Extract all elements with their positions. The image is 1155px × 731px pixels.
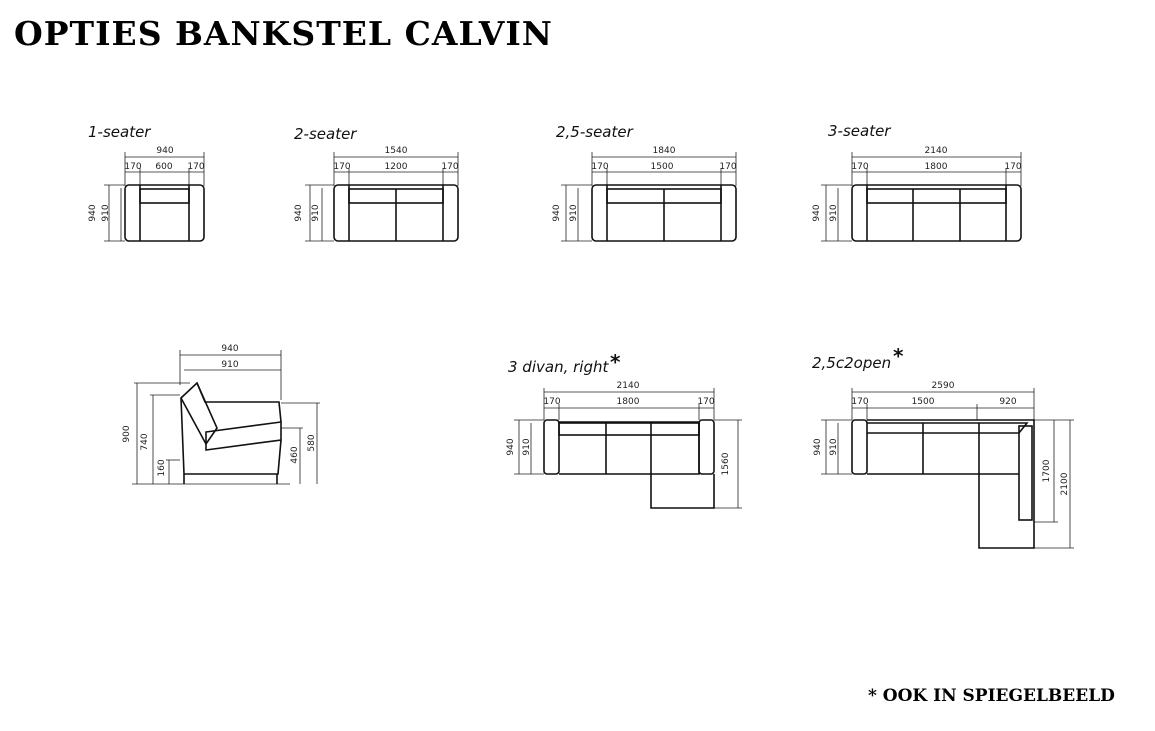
corner-open-seat-width: 1500 (912, 397, 935, 407)
side-view-back-height: 740 (140, 433, 150, 450)
corner-open-total-length: 2100 (1060, 472, 1070, 495)
two-half-seater-arm-left: 170 (591, 162, 608, 172)
side-view-inner-depth: 910 (221, 360, 238, 370)
divan-right-width: 2140 (617, 381, 640, 391)
divan-right-seat-width: 1800 (617, 397, 640, 407)
two-half-seater-height: 940 (552, 204, 562, 221)
two-seater-seat-width: 1200 (385, 162, 408, 172)
corner-open-inner-length: 1700 (1042, 459, 1052, 482)
corner-open-diagram: 2,5c2open * 2590 170 1500 920 940 910 17… (812, 344, 1074, 549)
two-half-seater-diagram: 2,5-seater 1840 170 1500 170 940 910 (552, 123, 737, 242)
one-seater-width: 940 (156, 146, 173, 156)
side-view-total-height: 900 (122, 425, 132, 442)
divan-right-star: * (610, 350, 621, 374)
corner-open-corner-width: 920 (999, 397, 1016, 407)
three-seater-height: 940 (812, 204, 822, 221)
two-seater-diagram: 2-seater 1540 170 1200 170 940 910 (294, 125, 459, 242)
two-seater-inner-height: 910 (311, 204, 321, 221)
three-seater-arm-right: 170 (1004, 162, 1021, 172)
divan-right-inner-depth: 910 (522, 438, 532, 455)
one-seater-seat-width: 600 (155, 162, 172, 172)
side-view-depth: 940 (221, 344, 238, 354)
two-seater-label: 2-seater (294, 125, 357, 143)
side-view-diagram: 940 910 900 740 160 460 580 (122, 344, 320, 485)
one-seater-inner-height: 910 (101, 204, 111, 221)
three-seater-width: 2140 (925, 146, 948, 156)
three-seater-seat-width: 1800 (925, 162, 948, 172)
one-seater-diagram: 1-seater 940 170 600 170 940 910 (88, 123, 205, 242)
side-view-seat-height: 460 (290, 446, 300, 463)
corner-open-label: 2,5c2open (812, 354, 891, 372)
three-seater-label: 3-seater (828, 122, 891, 140)
corner-open-star: * (893, 344, 904, 368)
two-half-seater-width: 1840 (653, 146, 676, 156)
corner-open-width: 2590 (932, 381, 955, 391)
corner-open-inner-depth: 910 (829, 438, 839, 455)
corner-open-depth: 940 (813, 438, 823, 455)
two-half-seater-inner-height: 910 (569, 204, 579, 221)
corner-open-arm-left: 170 (851, 397, 868, 407)
two-half-seater-arm-right: 170 (719, 162, 736, 172)
two-half-seater-label: 2,5-seater (556, 123, 634, 141)
one-seater-arm-left: 170 (124, 162, 141, 172)
two-half-seater-seat-width: 1500 (651, 162, 674, 172)
three-seater-arm-left: 170 (851, 162, 868, 172)
side-view-arm-height: 580 (307, 434, 317, 451)
divan-right-arm-left: 170 (543, 397, 560, 407)
side-view-leg-height: 160 (157, 459, 167, 476)
three-seater-inner-height: 910 (829, 204, 839, 221)
two-seater-width: 1540 (385, 146, 408, 156)
two-seater-height: 940 (294, 204, 304, 221)
divan-right-label: 3 divan, right (508, 358, 609, 376)
divan-right-arm-right: 170 (697, 397, 714, 407)
page-title: OPTIES BANKSTEL CALVIN (14, 14, 553, 53)
mirror-footnote: * OOK IN SPIEGELBEELD (868, 686, 1115, 706)
divan-right-depth: 940 (506, 438, 516, 455)
one-seater-label: 1-seater (88, 123, 151, 141)
two-seater-arm-left: 170 (333, 162, 350, 172)
divan-right-divan-length: 1560 (721, 452, 731, 475)
three-seater-diagram: 3-seater 2140 170 1800 170 940 910 (812, 122, 1022, 242)
divan-right-diagram: 3 divan, right * 2140 170 1800 170 940 9… (506, 350, 742, 509)
two-seater-arm-right: 170 (441, 162, 458, 172)
one-seater-arm-right: 170 (187, 162, 204, 172)
one-seater-height: 940 (88, 204, 98, 221)
